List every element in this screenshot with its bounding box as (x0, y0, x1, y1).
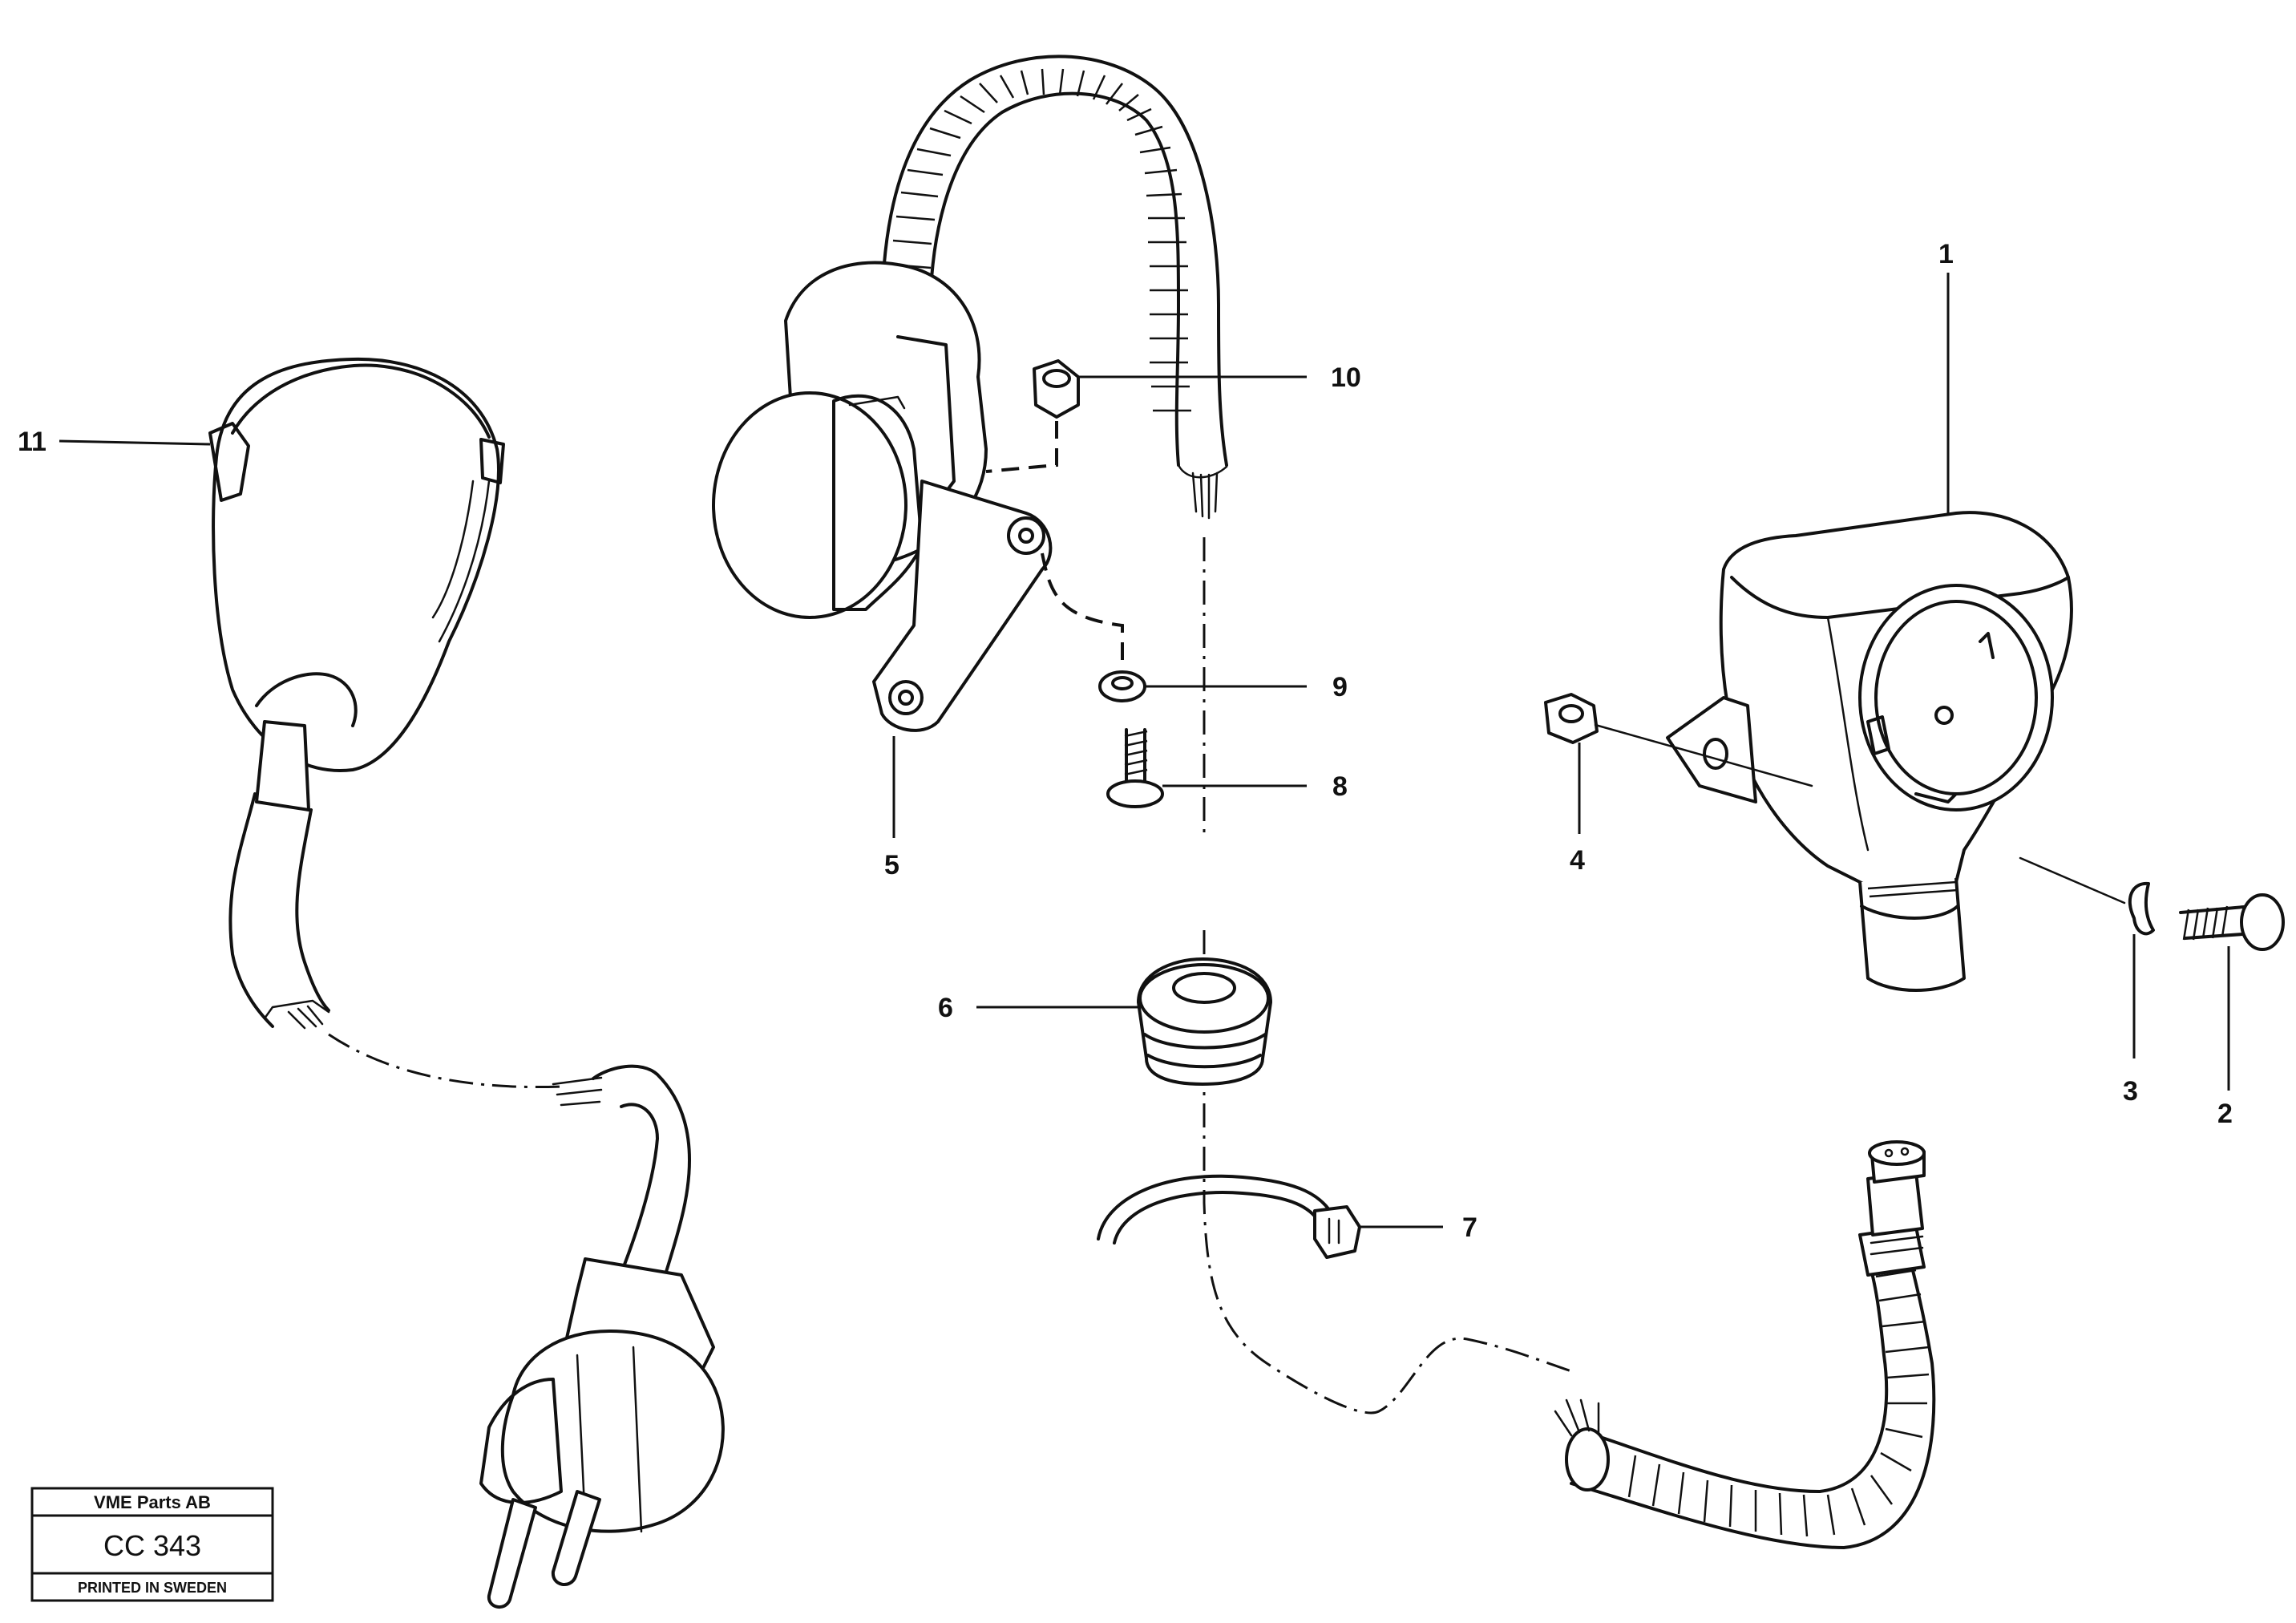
callout-6: 6 (938, 993, 953, 1023)
coiled-cable-connector (1554, 1140, 1936, 1549)
socket-outlet-part-1 (1666, 511, 2073, 992)
grommet-part-6 (1137, 957, 1272, 1086)
callout-2: 2 (2217, 1099, 2233, 1129)
washer-part-3 (2019, 856, 2155, 936)
screw-part-8 (1106, 728, 1164, 808)
screw-part-2 (2179, 893, 2285, 951)
nut-part-10 (985, 359, 1080, 473)
mains-plug (479, 1064, 725, 1609)
trailer-socket-part-5 (712, 55, 1228, 732)
callout-11: 11 (18, 427, 46, 457)
stamp-code: CC 343 (103, 1529, 201, 1562)
callout-5: 5 (884, 850, 899, 880)
callout-8: 8 (1332, 771, 1348, 802)
cable-clamp-part-7 (1097, 1174, 1361, 1259)
callout-1: 1 (1938, 239, 1954, 269)
callout-3: 3 (2123, 1076, 2138, 1107)
callout-7: 7 (1462, 1212, 1477, 1243)
leader-11 (59, 439, 211, 446)
stamp-footer: PRINTED IN SWEDEN (78, 1580, 227, 1596)
nut-part-4 (1544, 693, 1813, 787)
callout-4: 4 (1570, 845, 1585, 876)
callout-10: 10 (1331, 362, 1361, 393)
assembly-path-hood-to-plug (328, 1033, 562, 1089)
stamp-company: VME Parts AB (94, 1492, 211, 1512)
rubber-hood-part-11 (208, 357, 505, 1030)
washer-part-9 (1041, 552, 1146, 702)
publisher-stamp: VME Parts AB CC 343 PRINTED IN SWEDEN (30, 1487, 274, 1602)
callout-9: 9 (1332, 672, 1348, 702)
